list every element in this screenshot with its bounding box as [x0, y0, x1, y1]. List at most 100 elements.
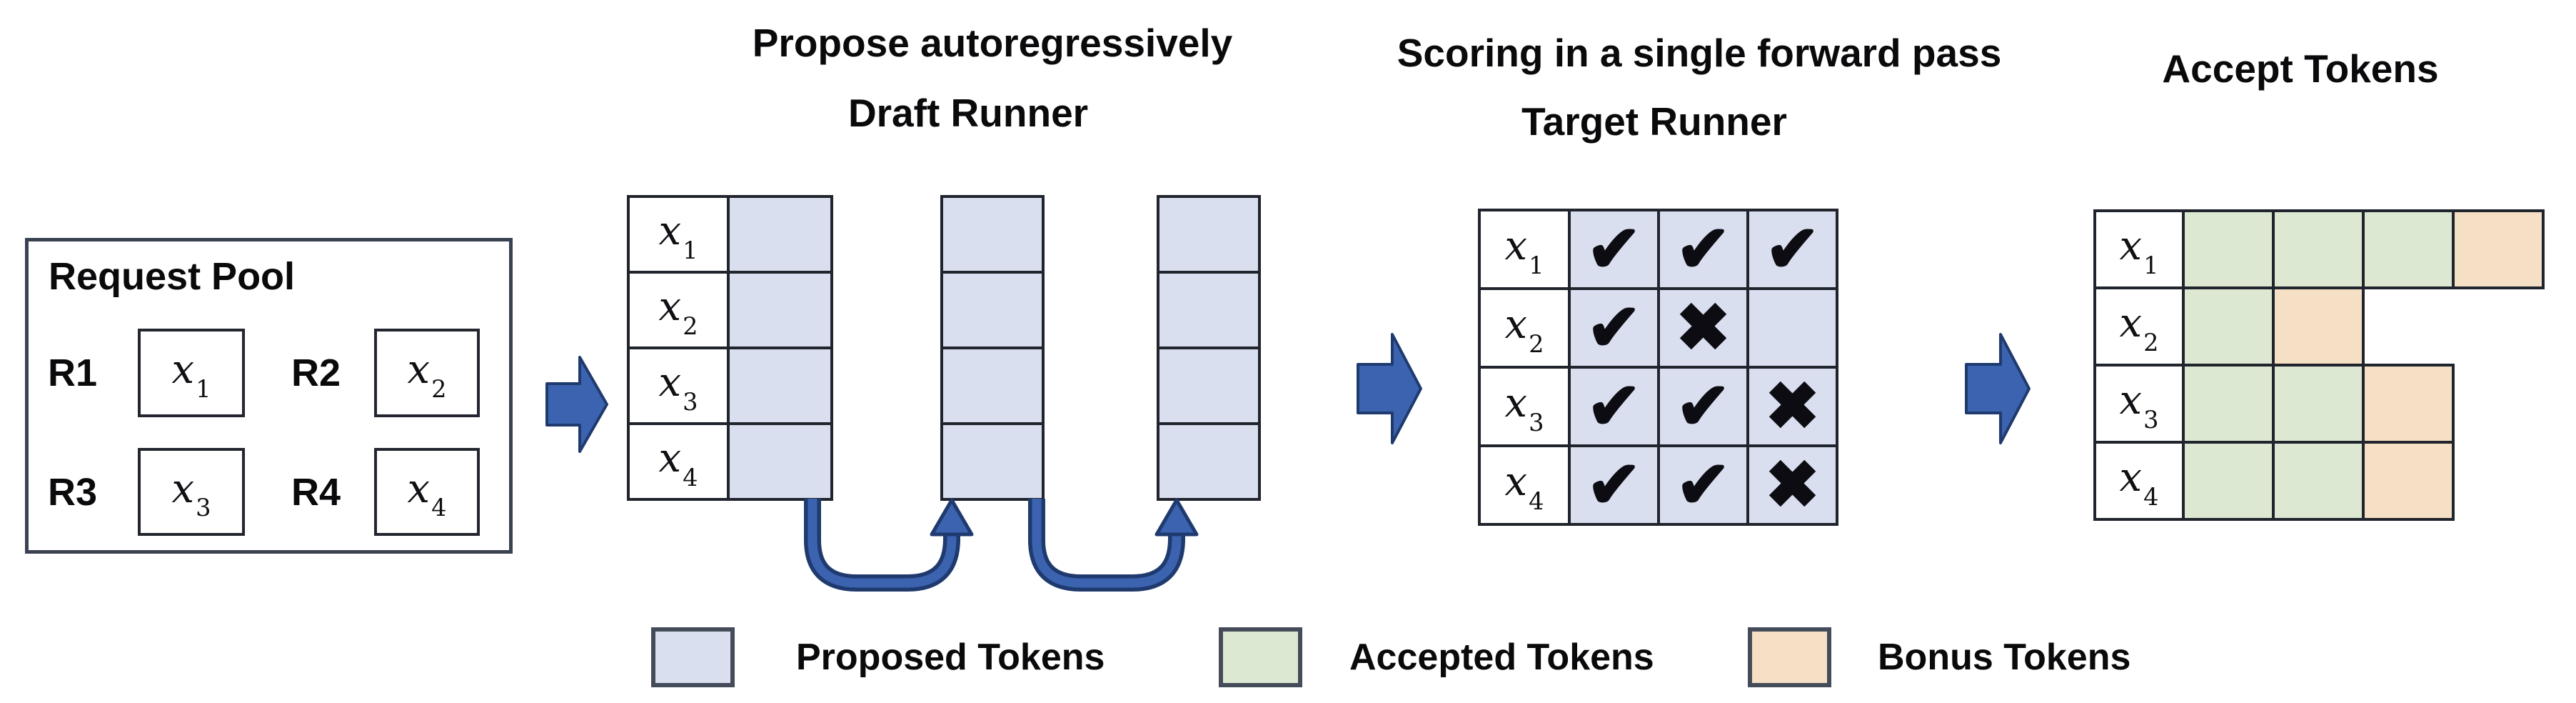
accepted-token-cell — [2182, 441, 2275, 521]
accepted-token-cell — [2362, 209, 2455, 289]
check-icon: ✔ — [1657, 444, 1749, 526]
request-pool-title: Request Pool — [49, 255, 296, 298]
token-label: x3 — [2119, 377, 2159, 434]
autoregressive-loop-arrow-1-icon — [804, 498, 974, 592]
accept-tokens-grid: x1 x2 x3 x4 — [2093, 209, 2545, 521]
check-icon: ✔ — [1568, 287, 1660, 369]
request-token-box-r4: x4 — [374, 448, 480, 536]
proposed-token-cell — [1157, 195, 1261, 274]
token-label: x2 — [2119, 300, 2159, 357]
check-icon: ✔ — [1568, 366, 1660, 447]
draft-proposal-row — [940, 195, 1045, 274]
target-token-cell: x3 — [1478, 366, 1571, 447]
flow-arrow-draft-to-target-icon — [1357, 333, 1422, 444]
draft-row: x3 — [627, 346, 833, 425]
proposed-token-cell — [940, 195, 1045, 274]
draft-row: x1 — [627, 195, 833, 274]
proposed-token-cell — [1157, 271, 1261, 349]
accept-tokens-title: Accept Tokens — [2162, 46, 2439, 91]
proposed-token-cell — [727, 422, 833, 501]
proposed-token-cell — [1157, 346, 1261, 425]
proposed-token-cell — [727, 271, 833, 349]
check-icon: ✔ — [1657, 366, 1749, 447]
request-pool-box: Request Pool R1 x1 R2 x2 R3 x3 R4 x4 — [25, 238, 513, 554]
token-label: x4 — [658, 435, 698, 492]
draft-proposal-row — [1157, 195, 1261, 274]
draft-proposal-row — [940, 271, 1045, 349]
accepted-tokens-label: Accepted Tokens — [1349, 637, 1654, 678]
scoring-title: Scoring in a single forward pass — [1397, 31, 2002, 75]
accepted-token-cell — [2272, 441, 2365, 521]
token-label: x4 — [1504, 459, 1544, 515]
flow-arrow-target-to-accept-icon — [1965, 333, 2031, 444]
draft-proposal-row — [1157, 271, 1261, 349]
target-row: x3✔✔✖ — [1478, 366, 1838, 447]
token-label: x4 — [407, 465, 447, 522]
bonus-token-cell — [2362, 364, 2455, 444]
accept-token-cell: x1 — [2093, 209, 2185, 289]
cross-icon: ✖ — [1657, 287, 1749, 369]
target-runner-grid: x1✔✔✔x2✔✖x3✔✔✖x4✔✔✖ — [1478, 209, 1838, 526]
target-token-cell: x2 — [1478, 287, 1571, 369]
draft-proposal-row — [940, 422, 1045, 501]
draft-token-cell: x3 — [627, 346, 730, 425]
proposed-token-cell — [940, 346, 1045, 425]
check-icon: ✔ — [1657, 209, 1749, 290]
proposed-tokens-label: Proposed Tokens — [796, 637, 1105, 678]
request-token-box-r3: x3 — [138, 448, 245, 536]
draft-row: x2 — [627, 271, 833, 349]
target-runner-title: Target Runner — [1521, 99, 1787, 144]
token-label: x2 — [658, 284, 698, 340]
flow-arrow-pool-to-draft-icon — [545, 356, 608, 453]
proposed-token-cell — [727, 346, 833, 425]
accepted-token-cell — [2272, 364, 2365, 444]
token-label: x1 — [658, 208, 698, 264]
bonus-token-cell — [2452, 209, 2545, 289]
token-label: x2 — [407, 346, 447, 403]
token-label: x3 — [171, 465, 211, 522]
bonus-tokens-swatch — [1748, 627, 1831, 687]
empty-score-cell — [1746, 287, 1838, 369]
proposed-token-cell — [1157, 422, 1261, 501]
accept-token-cell: x4 — [2093, 441, 2185, 521]
check-icon: ✔ — [1746, 209, 1838, 290]
bonus-tokens-label: Bonus Tokens — [1878, 637, 2131, 678]
token-label: x3 — [1504, 380, 1544, 437]
draft-runner-table: x1 x2 x3 x4 — [627, 195, 833, 501]
proposed-token-cell — [940, 271, 1045, 349]
token-label: x3 — [658, 359, 698, 416]
request-token-box-r2: x2 — [374, 329, 480, 417]
token-label: x1 — [171, 346, 211, 403]
draft-row: x4 — [627, 422, 833, 501]
accept-row: x1 — [2093, 209, 2545, 289]
draft-token-cell: x1 — [627, 195, 730, 274]
accepted-token-cell — [2182, 364, 2275, 444]
bonus-token-cell — [2272, 286, 2365, 367]
target-row: x2 ✔✖ — [1478, 287, 1838, 369]
request-token-box-r1: x1 — [138, 329, 245, 417]
token-label: x1 — [1504, 223, 1544, 279]
draft-token-cell: x2 — [627, 271, 730, 349]
accept-row: x4 — [2093, 441, 2545, 521]
draft-proposal-column-2 — [940, 195, 1045, 501]
bonus-token-cell — [2362, 441, 2455, 521]
accepted-token-cell — [2272, 209, 2365, 289]
token-label: x1 — [2119, 223, 2159, 279]
request-label-r2: R2 — [291, 352, 341, 394]
accept-token-cell: x2 — [2093, 286, 2185, 367]
accepted-token-cell — [2182, 286, 2275, 367]
proposed-token-cell — [940, 422, 1045, 501]
draft-token-cell: x4 — [627, 422, 730, 501]
accepted-token-cell — [2182, 209, 2275, 289]
token-label: x4 — [2119, 454, 2159, 511]
token-label: x2 — [1504, 301, 1544, 358]
check-icon: ✔ — [1568, 444, 1660, 526]
request-label-r1: R1 — [48, 352, 98, 394]
request-label-r4: R4 — [291, 471, 341, 514]
draft-proposal-column-3 — [1157, 195, 1261, 501]
proposed-tokens-swatch — [651, 627, 735, 687]
target-row: x4✔✔✖ — [1478, 444, 1838, 526]
request-label-r3: R3 — [48, 471, 98, 514]
check-icon: ✔ — [1568, 209, 1660, 290]
